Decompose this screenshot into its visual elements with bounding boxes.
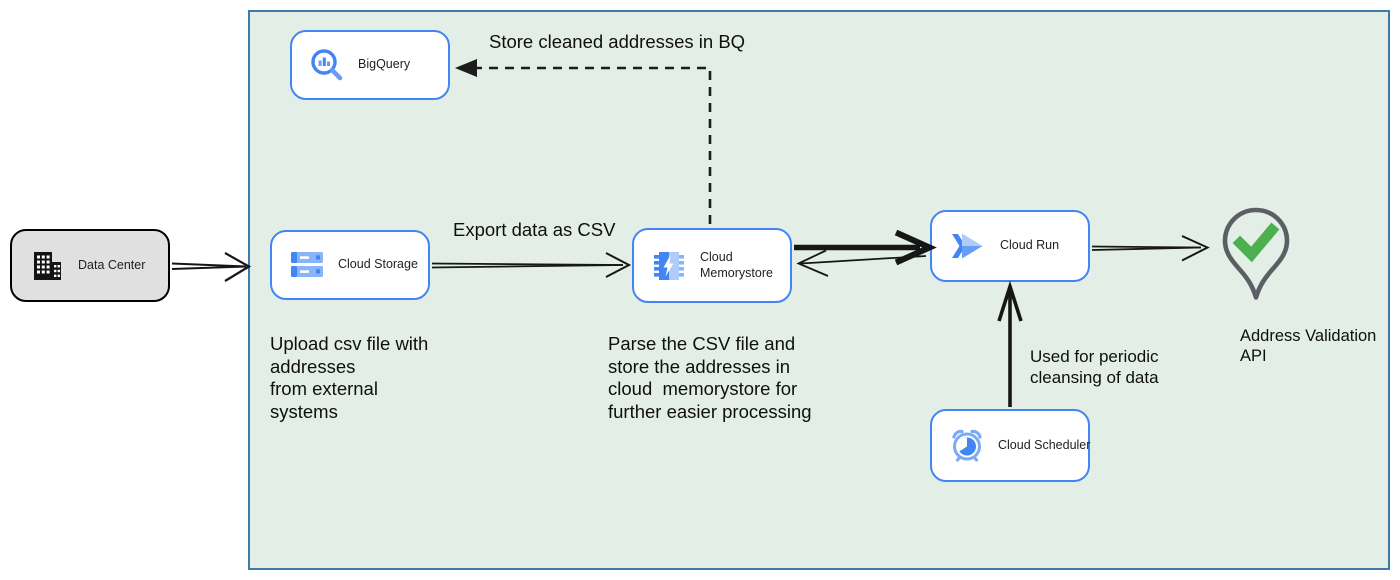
address-validation-pin-icon <box>1222 207 1290 300</box>
node-cloud-storage: Cloud Storage <box>270 230 430 300</box>
annotation-parse-csv: Parse the CSV file and store the address… <box>608 333 812 422</box>
node-cloud-run: Cloud Run <box>930 210 1090 282</box>
gcp-container-zone <box>248 10 1390 570</box>
annotation-export-csv: Export data as CSV <box>453 219 616 240</box>
cloud-storage-icon <box>291 252 323 277</box>
node-label-data-center: Data Center <box>78 257 146 272</box>
node-bigquery: BigQuery <box>290 30 450 100</box>
annotation-upload-csv: Upload csv file with addresses from exte… <box>270 333 429 422</box>
node-label-cloud-scheduler: Cloud Scheduler <box>998 437 1091 452</box>
cloud-memorystore-icon <box>654 251 684 280</box>
node-label-cloud-memorystore: Cloud Memorystore <box>700 249 773 280</box>
node-cloud-memorystore: Cloud Memorystore <box>632 228 792 303</box>
arrow-datacenter-to-zone <box>171 252 252 282</box>
building-icon <box>34 251 61 280</box>
node-label-cloud-run: Cloud Run <box>1000 238 1060 253</box>
node-cloud-scheduler: Cloud Scheduler <box>930 409 1090 482</box>
cloud-scheduler-icon <box>952 429 982 462</box>
annotation-store-bq: Store cleaned addresses in BQ <box>489 31 746 52</box>
address-validation-label: Address Validation API <box>1240 327 1377 366</box>
cloud-run-icon <box>952 233 983 259</box>
node-data-center: Data Center <box>10 229 170 302</box>
bigquery-icon <box>311 49 343 81</box>
annotation-periodic-cleansing: Used for periodic cleansing of data <box>1030 347 1159 387</box>
node-label-bigquery: BigQuery <box>358 57 411 72</box>
node-label-cloud-storage: Cloud Storage <box>338 257 418 272</box>
